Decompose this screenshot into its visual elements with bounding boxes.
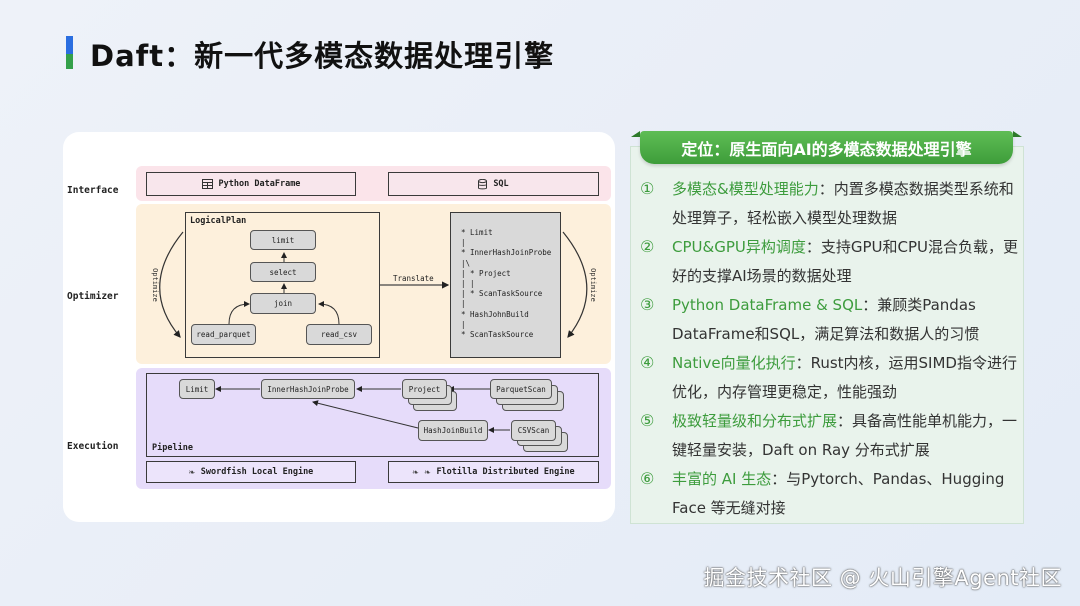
pp-line: | * ScanTaskSource — [461, 289, 543, 299]
pp-line: * HashJohnBuild — [461, 309, 529, 319]
pp-line: | — [461, 299, 466, 309]
optimize-left-arrow — [159, 231, 184, 338]
feature-number: ① — [640, 179, 655, 198]
feature-item: ② CPU&GPU异构调度：支持GPU和CPU混合负载，更好的支撑AI场景的数据… — [640, 233, 1020, 290]
feature-highlight: 多模态&模型处理能力 — [672, 180, 819, 198]
edge-parquet-join — [228, 301, 250, 325]
swordfish-icon: ❧ — [188, 466, 195, 478]
feature-text: ：具备高性能单机能力，一键轻量安装，Daft on Ray 分布式扩展 — [672, 412, 1018, 459]
python-dataframe-box: Python DataFrame — [146, 172, 356, 196]
table-icon — [201, 179, 213, 189]
optimizer-arrows — [159, 231, 588, 338]
swordfish-engine-box: ❧ Swordfish Local Engine — [146, 461, 356, 483]
feature-item: ① 多模态&模型处理能力：内置多模态数据类型系统和处理算子，轻松嵌入模型处理数据 — [640, 175, 1020, 232]
edge-build-probe — [312, 400, 419, 429]
feature-text: ：支持GPU和CPU混合负载，更好的支撑AI场景的数据处理 — [672, 238, 1018, 285]
pipeline-frame: Pipeline — [146, 373, 599, 457]
pipeline-title: Pipeline — [152, 443, 193, 453]
title-accent-bar — [66, 36, 73, 69]
exec-node-project: Project — [402, 379, 447, 399]
page-title: Daft：新一代多模态数据处理引擎 — [90, 39, 555, 73]
exec-node-csv-scan: CSVScan — [511, 420, 556, 441]
edge-csv-join — [318, 301, 340, 325]
layer-label-optimizer: Optimizer — [67, 291, 119, 302]
feature-highlight: Native向量化执行 — [672, 354, 796, 372]
feature-text: ：内置多模态数据类型系统和处理算子，轻松嵌入模型处理数据 — [672, 180, 1014, 227]
positioning-card — [630, 146, 1024, 524]
layer-label-interface: Interface — [67, 185, 119, 196]
title-accent-green — [66, 54, 73, 69]
feature-text: ：Rust内核，运用SIMD指令进行优化，内存管理更稳定，性能强劲 — [672, 354, 1017, 401]
feature-highlight: 极致轻量级和分布式扩展 — [672, 412, 838, 430]
feature-number: ⑤ — [640, 411, 655, 430]
architecture-diagram: Interface Optimizer Execution Python Dat… — [63, 132, 615, 522]
sql-label: SQL — [493, 179, 509, 189]
pp-line: * InnerHashJoinProbe — [461, 248, 552, 258]
optimize-right-arrow — [562, 231, 588, 338]
feature-highlight: 丰富的 AI 生态 — [672, 470, 772, 488]
swordfish-engine-label: Swordfish Local Engine — [200, 467, 314, 477]
pp-line: |\ — [461, 258, 471, 268]
exec-node-limit: Limit — [179, 379, 215, 399]
exec-node-hash-join-build: HashJoinBuild — [418, 420, 488, 441]
flotilla-engine-box: ❧ ❧ Flotilla Distributed Engine — [388, 461, 599, 483]
translate-label: Translate — [393, 274, 434, 283]
sql-box: SQL — [388, 172, 599, 196]
lp-node-limit: limit — [250, 230, 316, 250]
lp-node-select: select — [250, 262, 316, 282]
pipeline-arrows — [215, 386, 510, 433]
pp-line: | * Project — [461, 268, 511, 278]
positioning-header: 定位：原生面向AI的多模态数据处理引擎 — [631, 131, 1022, 164]
logical-plan-title: LogicalPlan — [190, 216, 247, 226]
feature-number: ④ — [640, 353, 655, 372]
feature-text: ：兼顾类Pandas DataFrame和SQL，满足算法和数据人的习惯 — [672, 296, 980, 343]
exec-node-parquet-scan: ParquetScan — [490, 379, 552, 399]
pp-line: | | — [461, 279, 475, 289]
feature-item: ⑤ 极致轻量级和分布式扩展：具备高性能单机能力，一键轻量安装，Daft on R… — [640, 407, 1020, 464]
swordfish-fleet-icon: ❧ ❧ — [412, 466, 431, 478]
pp-line: * ScanTaskSource — [461, 330, 534, 340]
feature-item: ④ Native向量化执行：Rust内核，运用SIMD指令进行优化，内存管理更稳… — [640, 349, 1020, 406]
feature-highlight: Python DataFrame & SQL — [672, 296, 863, 314]
logical-plan-frame: LogicalPlan — [185, 212, 380, 358]
flotilla-engine-label: Flotilla Distributed Engine — [436, 467, 575, 477]
feature-item: ③ Python DataFrame & SQL：兼顾类Pandas DataF… — [640, 291, 1020, 348]
physical-plan-frame: * Limit | * InnerHashJoinProbe |\ | * Pr… — [450, 212, 561, 358]
feature-list: ① 多模态&模型处理能力：内置多模态数据类型系统和处理算子，轻松嵌入模型处理数据… — [640, 175, 1020, 523]
lp-node-join: join — [250, 293, 316, 314]
title-accent-blue — [66, 36, 73, 55]
lp-node-read-csv: read_csv — [306, 324, 372, 345]
watermark-footer: 掘金技术社区 @ 火山引擎Agent社区 — [703, 566, 1062, 590]
database-icon — [478, 178, 488, 189]
feature-highlight: CPU&GPU异构调度 — [672, 238, 806, 256]
pp-line: | — [461, 238, 466, 248]
feature-item: ⑥ 丰富的 AI 生态：与Pytorch、Pandas、Hugging Face… — [640, 465, 1020, 522]
feature-number: ③ — [640, 295, 655, 314]
exec-node-inner-hash-join-probe: InnerHashJoinProbe — [261, 379, 355, 399]
interface-band: Python DataFrame SQL — [136, 166, 611, 201]
lp-node-read-parquet: read_parquet — [191, 324, 256, 345]
python-dataframe-label: Python DataFrame — [218, 179, 301, 189]
feature-number: ⑥ — [640, 469, 655, 488]
pp-line: | — [461, 319, 466, 329]
feature-text: ：与Pytorch、Pandas、Hugging Face 等无缝对接 — [672, 470, 1005, 517]
pp-line: * Limit — [461, 228, 493, 237]
layer-label-execution: Execution — [67, 441, 119, 452]
feature-number: ② — [640, 237, 655, 256]
